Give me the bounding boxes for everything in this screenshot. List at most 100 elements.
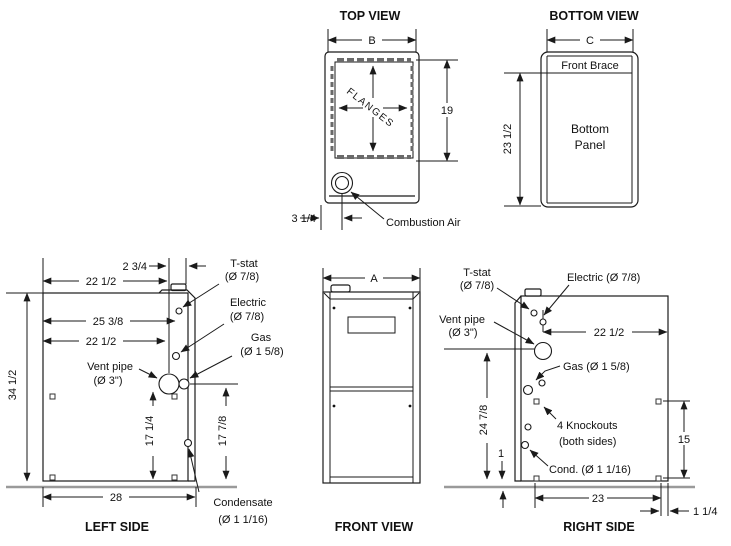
front-view-top-tab: [330, 284, 351, 293]
vent-pipe-leader: [493, 321, 535, 345]
electric-leader: [180, 323, 225, 353]
knockout-square: [171, 393, 178, 400]
electric-hole: [171, 351, 181, 361]
dim-c-bg: [580, 32, 600, 46]
dim-22-1-2-label: 22 1/2: [594, 327, 625, 339]
dim-22-1-2-top-label: 22 1/2: [86, 276, 117, 288]
knockouts-label-line1: 4 Knockouts: [557, 420, 618, 432]
tstat-hole: [530, 309, 538, 317]
dim-a-bg: [365, 271, 383, 284]
tstat-label-line1: T-stat: [463, 267, 491, 279]
condensate-leader: [187, 448, 200, 493]
tstat-leader: [496, 287, 530, 310]
vent-pipe-label-line1: Vent pipe: [439, 314, 485, 326]
dim-a-label: A: [370, 273, 378, 285]
gas-hole: [522, 384, 534, 396]
gas-hole: [178, 378, 190, 390]
knockout-square: [171, 474, 178, 481]
tstat-hole: [175, 307, 183, 315]
knockout-square: [533, 398, 540, 405]
dim-17-1-4-label: 17 1/4: [144, 416, 156, 447]
bottom-panel-label-line2: Panel: [575, 138, 606, 152]
dim-23-1-2-label: 23 1/2: [502, 124, 514, 155]
gas-label: Gas (Ø 1 5/8): [563, 361, 630, 373]
gas-label-line1: Gas: [251, 332, 272, 344]
left-side-title: LEFT SIDE: [85, 520, 149, 534]
front-view-corner-right: [412, 292, 420, 300]
small-hole: [538, 379, 546, 387]
screw-icon: [408, 306, 412, 310]
right-side-front-edge: [514, 295, 522, 482]
combustion-air-leader: [350, 191, 385, 220]
tstat-label-line2: (Ø 7/8): [460, 280, 494, 292]
cond-label: Cond. (Ø 1 1/16): [549, 464, 631, 476]
front-brace-label: Front Brace: [561, 60, 618, 72]
front-view-corner-left: [323, 292, 331, 300]
combustion-air-hole-inner: [334, 175, 350, 191]
screw-icon: [332, 306, 336, 310]
condensate-label-line2: (Ø 1 1/16): [218, 514, 268, 526]
dim-2-3-4-label: 2 3/4: [123, 261, 147, 273]
dim-3-1-4-label: 3 1/4: [292, 213, 316, 225]
knockout-square: [533, 475, 540, 482]
cond-leader: [529, 449, 549, 467]
knockout-square: [655, 475, 662, 482]
dim-34-1-2-label: 34 1/2: [7, 370, 19, 401]
dim-15-bg: [676, 432, 692, 445]
dim-22-1-2-bg: [586, 325, 632, 338]
screw-icon: [332, 404, 336, 408]
right-side-view: T-stat (Ø 7/8) Electric (Ø 7/8) Vent pip…: [439, 267, 717, 534]
electric-label-line1: Electric: [230, 297, 267, 309]
top-view: TOP VIEW B FLANGES 19 3: [292, 9, 461, 230]
dim-c-label: C: [586, 35, 594, 47]
bottom-panel-label-line1: Bottom: [571, 122, 609, 136]
dim-24-7-8-label: 24 7/8: [478, 405, 490, 436]
vent-pipe-hole: [158, 373, 180, 395]
top-view-cabinet: [324, 51, 420, 204]
bottom-view-title: BOTTOM VIEW: [549, 9, 639, 23]
electric-hole: [539, 318, 547, 326]
bottom-view-cabinet: [540, 51, 639, 208]
bottom-view: BOTTOM VIEW C Front Brace Bottom Panel 2…: [502, 9, 639, 208]
electric-label: Electric (Ø 7/8): [567, 272, 640, 284]
dim-22-1-2-mid-bg: [79, 334, 123, 347]
knockouts-leader: [543, 406, 557, 420]
combustion-air-label: Combustion Air: [386, 217, 461, 229]
gas-leader: [189, 355, 233, 379]
dim-28-label: 28: [110, 492, 122, 504]
gas-label-line2: (Ø 1 5/8): [240, 346, 283, 358]
knockout-square: [49, 393, 56, 400]
dim-22-1-2-top-bg: [79, 274, 123, 287]
small-hole: [524, 423, 532, 431]
condensate-hole: [520, 440, 530, 450]
vent-pipe-hole: [533, 341, 553, 361]
nameplate: [347, 316, 396, 334]
dim-23-bg: [589, 491, 607, 504]
condensate-hole: [183, 438, 193, 448]
dim-b-label: B: [368, 35, 375, 47]
knockouts-label-line2: (both sides): [559, 436, 616, 448]
right-side-top-tab: [524, 288, 542, 297]
dim-19-label: 19: [441, 105, 453, 117]
tstat-leader: [182, 283, 220, 308]
dim-17-7-8-label: 17 7/8: [217, 416, 229, 447]
front-view: A FRONT VIEW: [322, 268, 421, 534]
dim-1-1-4-label: 1 1/4: [693, 506, 717, 518]
top-view-title: TOP VIEW: [340, 9, 401, 23]
condensate-label-line1: Condensate: [213, 497, 272, 509]
tstat-label-line1: T-stat: [230, 258, 258, 270]
knockout-square: [655, 398, 662, 405]
dim-28-bg: [103, 490, 129, 503]
dim-25-3-8-bg: [86, 314, 130, 327]
electric-label-line2: (Ø 7/8): [230, 311, 264, 323]
electric-leader: [543, 284, 570, 316]
right-side-title: RIGHT SIDE: [563, 520, 635, 534]
vent-pipe-label-line1: Vent pipe: [87, 361, 133, 373]
dim-19-bg: [437, 103, 457, 117]
left-side-front-edge: [158, 289, 196, 482]
screw-icon: [408, 404, 412, 408]
dim-22-1-2-mid-label: 22 1/2: [86, 336, 117, 348]
dim-25-3-8-label: 25 3/8: [93, 316, 124, 328]
